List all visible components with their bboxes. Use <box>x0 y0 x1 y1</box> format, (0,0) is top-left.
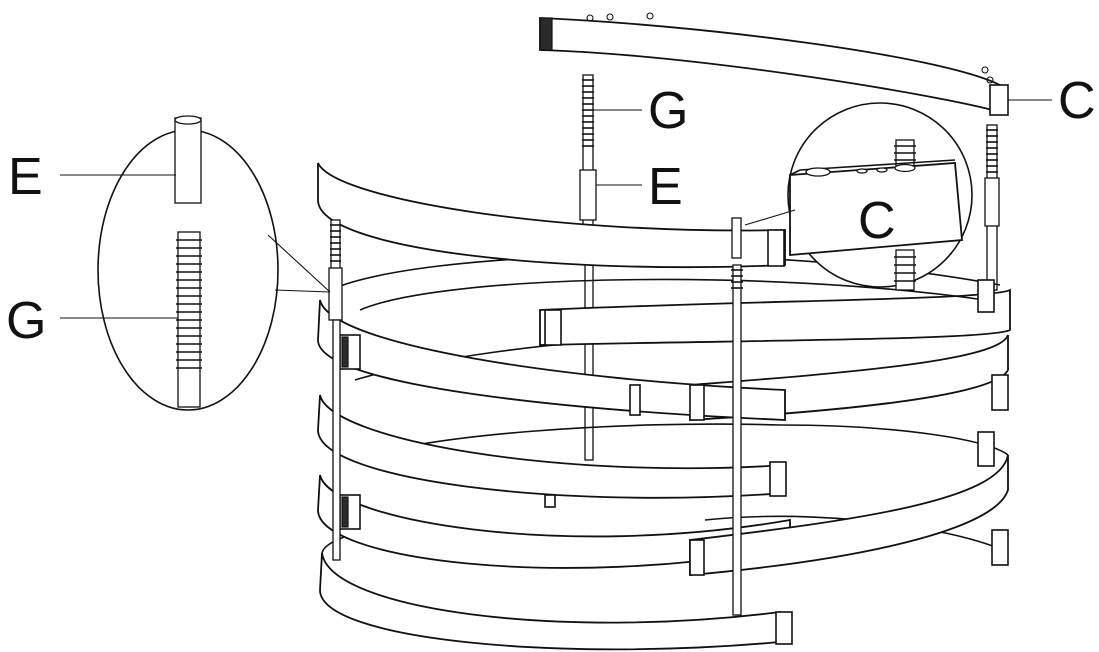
ring-top-tab <box>989 84 1009 116</box>
clip-right-2 <box>991 374 1009 411</box>
clip-center-2 <box>689 384 705 421</box>
ring-top-exploded <box>539 17 1001 114</box>
spacer-back-center <box>579 169 597 221</box>
label-c-detail: C <box>858 192 896 250</box>
leader-lines <box>60 99 1052 319</box>
ring-4-right <box>689 454 1009 576</box>
ring-stack <box>317 12 1011 651</box>
label-e-left: E <box>8 148 43 206</box>
spacer-right <box>984 177 1000 227</box>
clip-top-ring <box>767 229 785 267</box>
detail-right <box>744 102 973 291</box>
ring-2-back <box>539 288 1011 346</box>
clip-right-1 <box>977 279 995 313</box>
detail-thread-lines <box>176 239 202 369</box>
front-rods <box>328 217 743 616</box>
clip-right-3 <box>977 431 995 467</box>
clip-center-gap <box>629 384 641 416</box>
clip-center-3 <box>769 461 787 497</box>
rod-back-center-thread <box>582 79 594 147</box>
label-g-left: G <box>6 292 46 350</box>
detail-left <box>97 115 331 411</box>
rod-center-front-top <box>731 217 742 259</box>
clip-center-4 <box>689 539 705 576</box>
back-rods <box>579 74 1000 461</box>
clip-right-4 <box>991 529 1009 566</box>
clips <box>339 229 1009 645</box>
detail-spacer-tube <box>174 117 202 204</box>
spacer-left <box>328 267 343 321</box>
ring-top-left <box>317 162 786 269</box>
clip-bottom <box>775 611 793 645</box>
ring-2-left <box>317 299 786 421</box>
label-e-center: E <box>648 158 683 216</box>
callout-labels: E G G E C C <box>6 72 1096 350</box>
rod-left-lower <box>332 319 341 561</box>
clip-center-1 <box>544 309 562 346</box>
label-g-center: G <box>648 82 688 140</box>
ring-top-end <box>539 17 553 51</box>
label-c-right: C <box>1058 72 1096 130</box>
rod-right-thread <box>986 129 998 173</box>
rod-center-front <box>732 264 742 616</box>
